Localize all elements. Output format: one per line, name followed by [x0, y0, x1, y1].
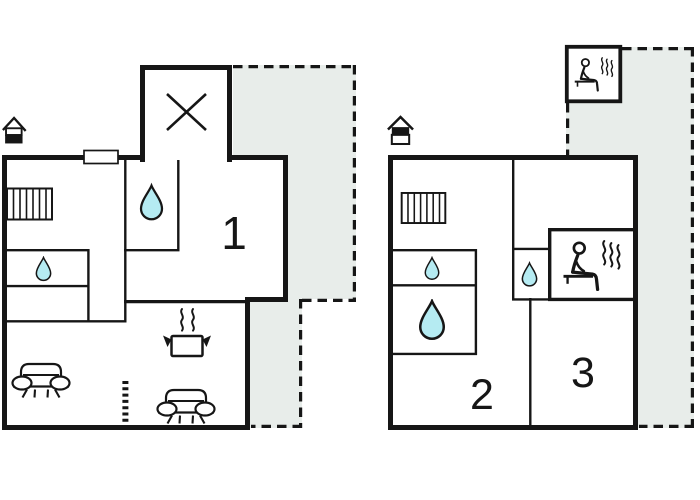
room-3-label: 3	[571, 349, 595, 397]
outdoor-sauna-person-icon	[572, 52, 616, 98]
room-2-label: 2	[470, 371, 494, 419]
left-terrace-dashed-border	[233, 65, 356, 428]
entrance-house-icon-right	[387, 115, 414, 146]
window	[83, 149, 119, 165]
water-drop-icon	[139, 182, 164, 223]
sofa-icon	[155, 383, 217, 425]
hotplate-steam-icon	[162, 306, 212, 358]
right-terrace-dashed-border	[566, 47, 694, 428]
stairs-cross-icon	[166, 93, 207, 131]
right-terrace	[566, 47, 694, 428]
room-1-label: 1	[221, 207, 247, 259]
radiator-icon	[6, 187, 53, 221]
water-drop-icon	[35, 256, 52, 282]
sauna-person-icon	[559, 238, 625, 295]
sauna-room-walls	[548, 228, 636, 302]
sofa-icon	[10, 357, 72, 399]
water-drop-icon	[521, 261, 538, 288]
right-plan-walls	[388, 155, 638, 430]
water-drop-icon	[424, 256, 440, 281]
outdoor-sauna-box	[564, 44, 623, 104]
left-plan-walls	[2, 65, 288, 430]
entrance-house-icon-left	[2, 115, 27, 146]
water-drop-icon	[418, 299, 446, 341]
radiator-icon	[400, 192, 447, 224]
